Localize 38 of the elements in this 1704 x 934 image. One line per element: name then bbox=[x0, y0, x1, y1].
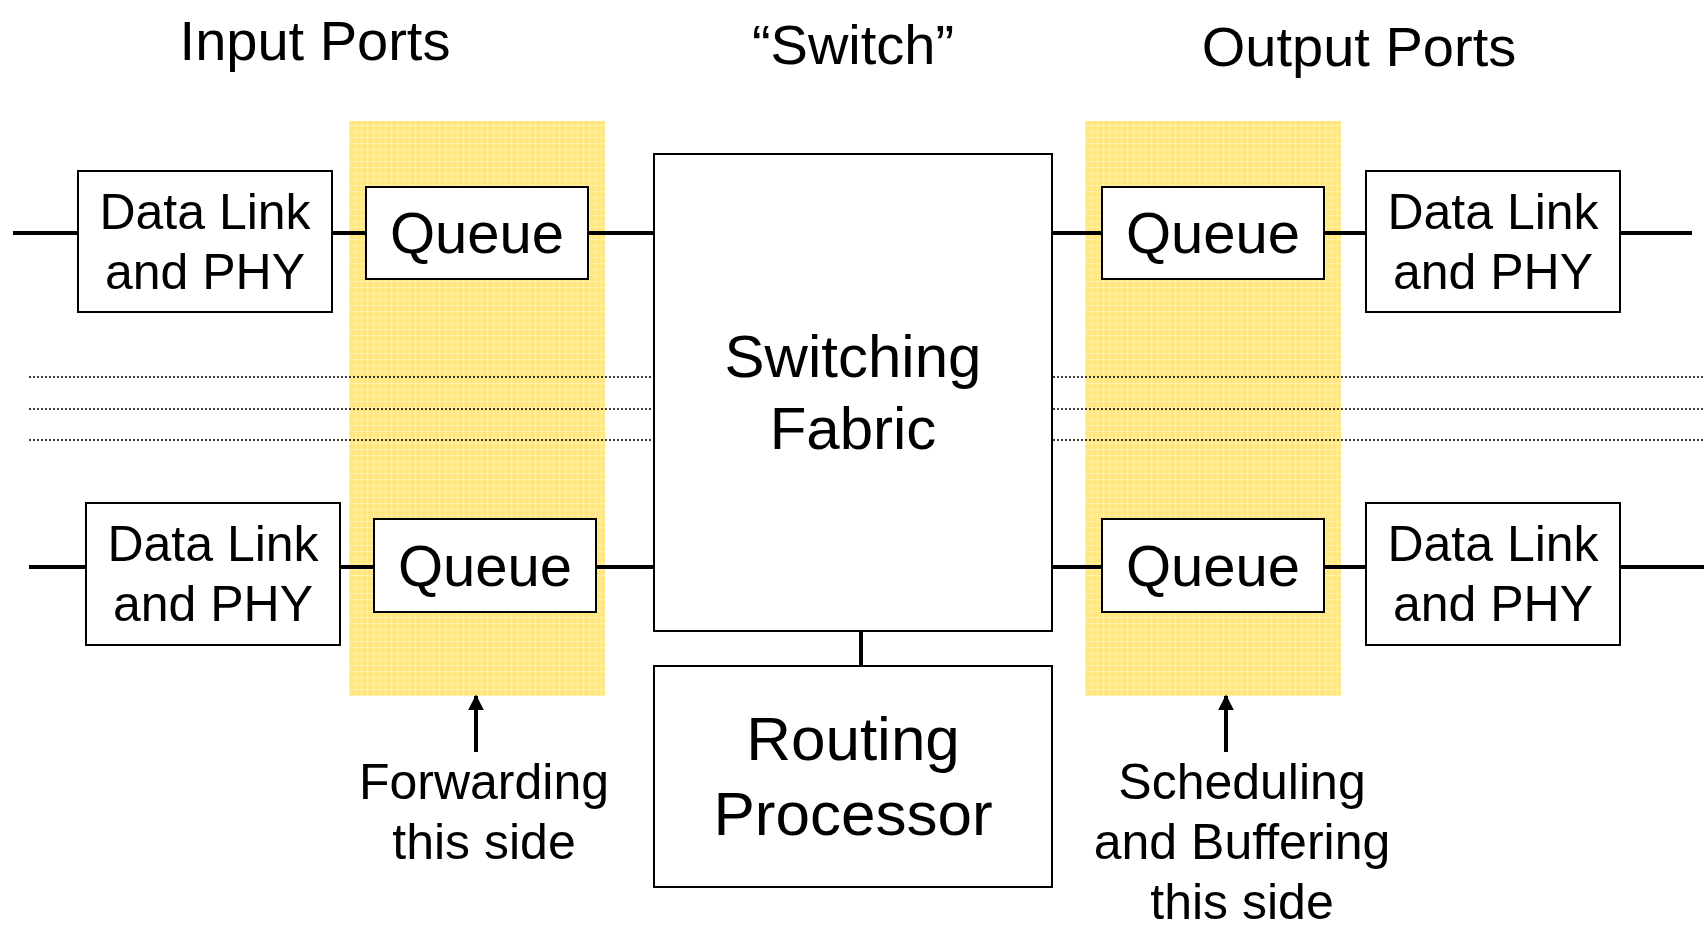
connector-line bbox=[1053, 231, 1101, 235]
process-box: Routing Processor bbox=[653, 665, 1053, 888]
connector-line bbox=[597, 565, 653, 569]
section-heading: “Switch” bbox=[751, 12, 955, 77]
connector-line bbox=[1621, 231, 1692, 235]
connector-line bbox=[1325, 231, 1365, 235]
dotted-line bbox=[1052, 439, 1704, 441]
note-text: Scheduling and Buffering this side bbox=[1092, 753, 1392, 932]
connector-line bbox=[859, 632, 863, 665]
dotted-line bbox=[28, 376, 654, 378]
process-box: Queue bbox=[1101, 518, 1325, 613]
connector-line bbox=[1621, 565, 1704, 569]
dotted-line bbox=[1052, 408, 1704, 410]
process-box: Data Link and PHY bbox=[77, 170, 333, 313]
connector-line bbox=[1325, 565, 1365, 569]
dotted-line bbox=[28, 439, 654, 441]
connector-line bbox=[589, 231, 653, 235]
connector-line bbox=[13, 231, 77, 235]
connector-line bbox=[333, 231, 365, 235]
dotted-line bbox=[28, 408, 654, 410]
arrow bbox=[468, 694, 484, 752]
arrow bbox=[1218, 694, 1234, 752]
highlight-band bbox=[1085, 121, 1341, 696]
connector-line bbox=[29, 565, 85, 569]
process-box: Data Link and PHY bbox=[85, 502, 341, 646]
process-box: Queue bbox=[365, 186, 589, 280]
section-heading: Output Ports bbox=[1201, 14, 1517, 79]
connector-line bbox=[341, 565, 373, 569]
highlight-band bbox=[349, 121, 605, 696]
connector-line bbox=[1053, 565, 1101, 569]
process-box: Queue bbox=[373, 518, 597, 613]
section-heading: Input Ports bbox=[179, 8, 451, 73]
process-box: Queue bbox=[1101, 186, 1325, 280]
note-text: Forwarding this side bbox=[357, 753, 611, 872]
dotted-line bbox=[1052, 376, 1704, 378]
process-box: Data Link and PHY bbox=[1365, 170, 1621, 313]
process-box: Data Link and PHY bbox=[1365, 502, 1621, 646]
process-box: Switching Fabric bbox=[653, 153, 1053, 632]
